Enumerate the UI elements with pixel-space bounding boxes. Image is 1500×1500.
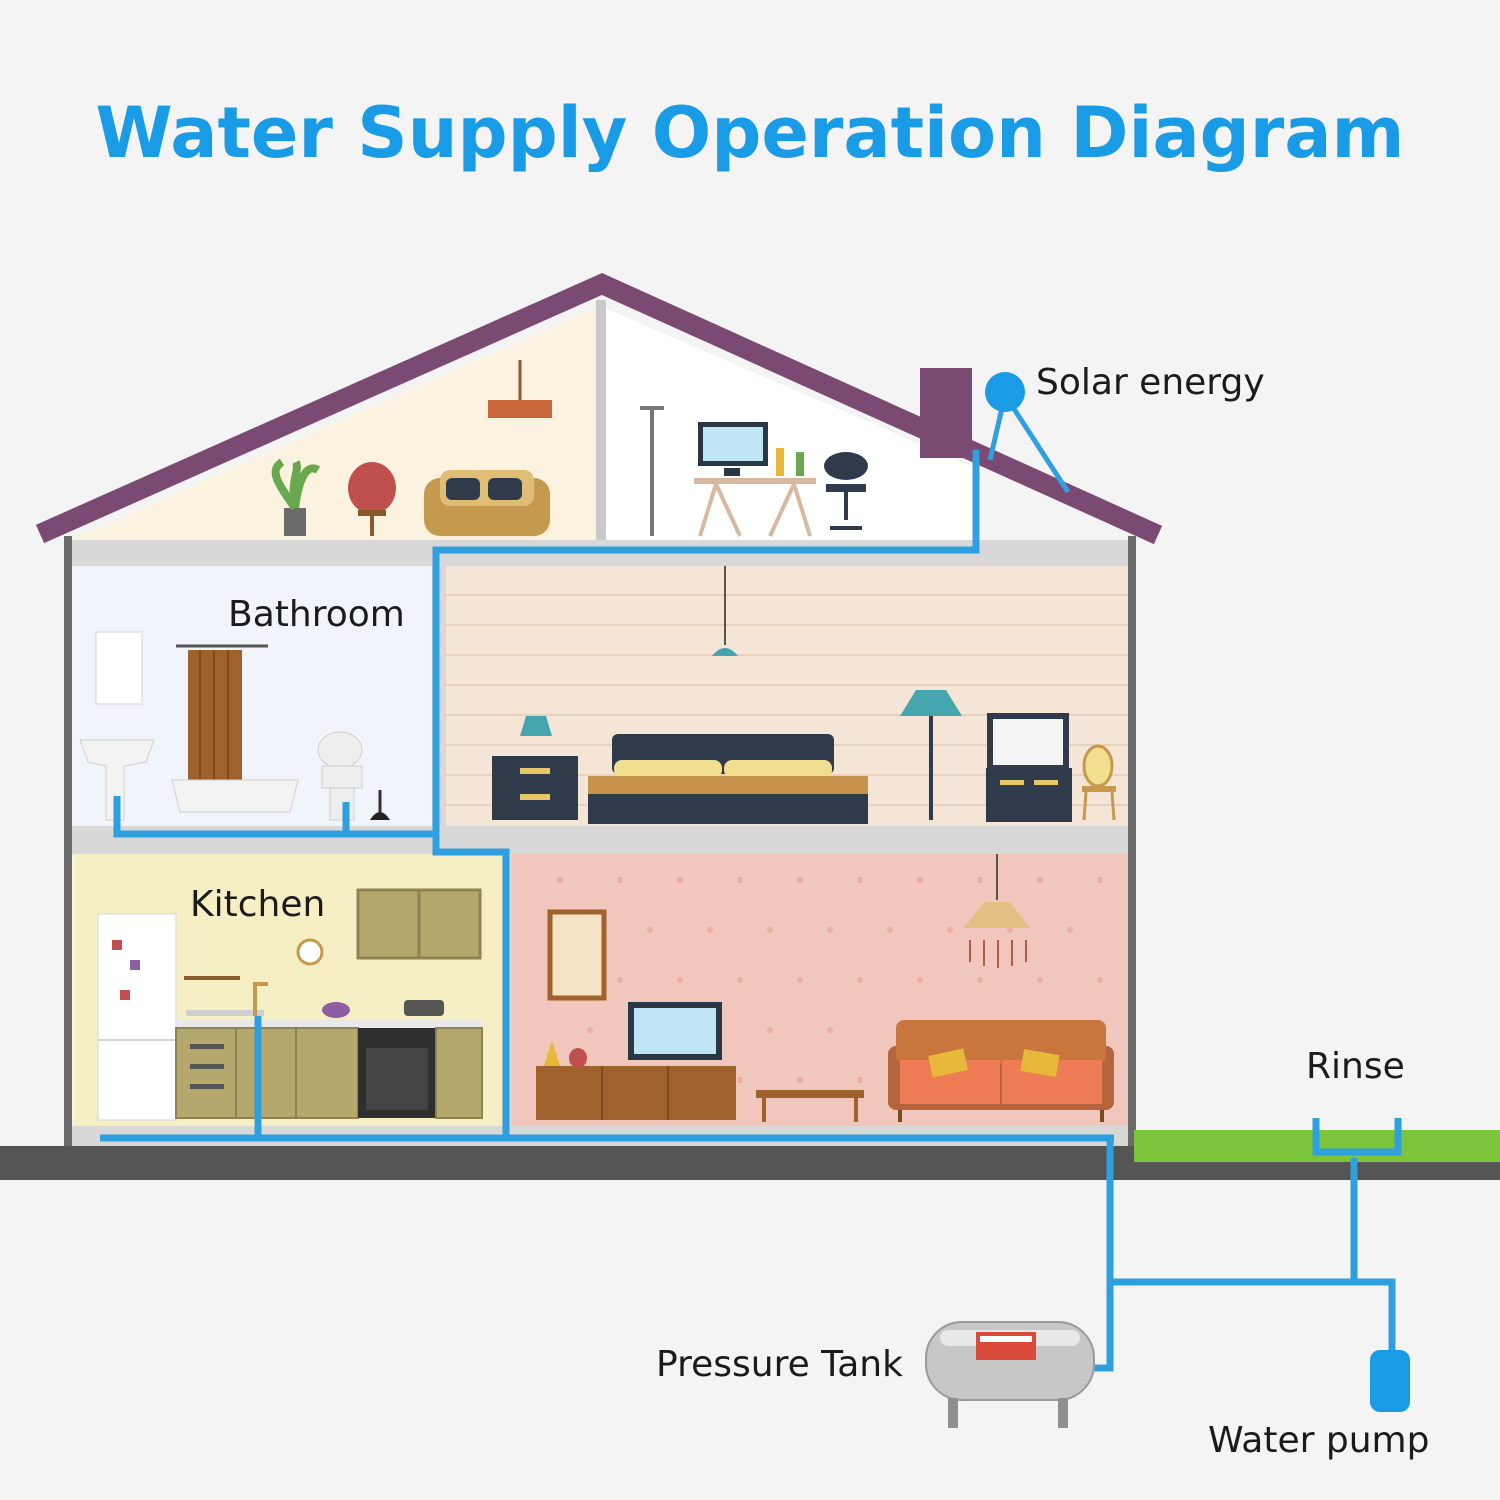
label-water-pump: Water pump <box>1208 1420 1430 1461</box>
page-title: Water Supply Operation Diagram <box>95 92 1405 174</box>
pipe-main-horizontal <box>1110 1278 1396 1352</box>
pipe-bathroom <box>113 796 350 838</box>
label-rinse: Rinse <box>1306 1046 1405 1087</box>
label-pressure-tank: Pressure Tank <box>656 1344 903 1385</box>
pipe-main-down <box>1094 1138 1114 1372</box>
attic-left-furniture <box>271 360 552 536</box>
label-bathroom: Bathroom <box>228 594 405 635</box>
pipe-network <box>100 450 1402 1372</box>
pipe-rinse-manifold <box>1312 1118 1402 1156</box>
solar-energy-icon <box>985 372 1025 412</box>
attic-right-furniture <box>640 406 868 537</box>
pressure-tank <box>925 1321 1095 1428</box>
attic-divider <box>596 300 606 542</box>
living-room-furniture <box>536 854 1114 1122</box>
pipe-solar-down <box>432 450 980 1140</box>
solar-panel <box>985 372 1071 494</box>
wall-left <box>64 536 72 1146</box>
wall-right <box>1128 536 1136 1146</box>
bedroom-furniture <box>492 566 1116 824</box>
label-kitchen: Kitchen <box>190 884 326 925</box>
bathroom-furniture <box>79 631 390 821</box>
water-pump <box>1370 1350 1410 1412</box>
label-solar-energy: Solar energy <box>1036 362 1265 403</box>
kitchen-furniture <box>97 888 483 1121</box>
middle-floor <box>70 826 1132 854</box>
